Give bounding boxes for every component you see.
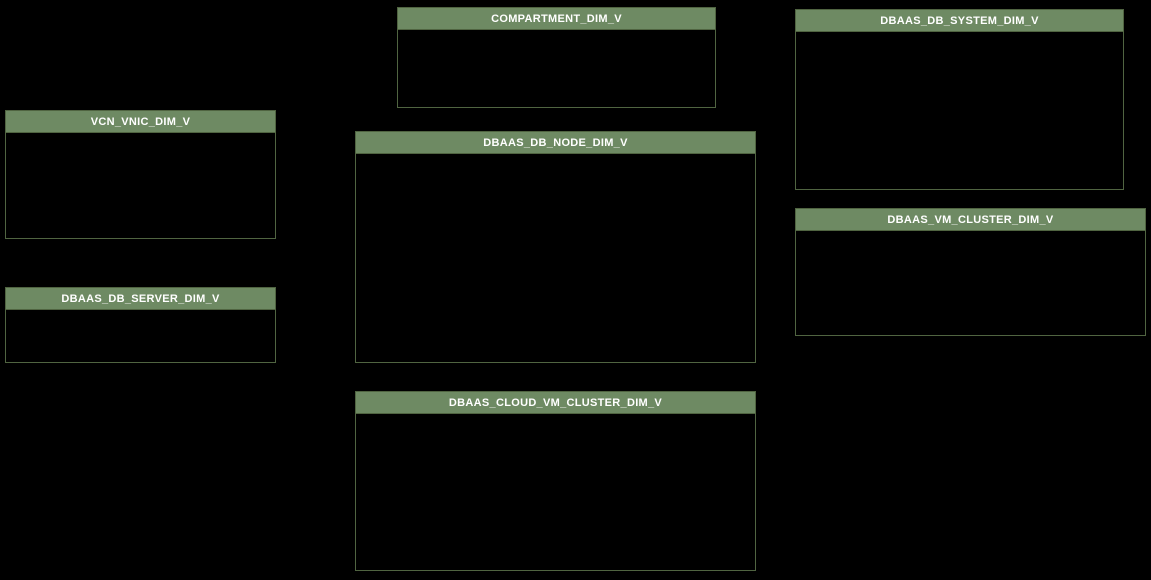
table-header[interactable]: DBAAS_DB_SERVER_DIM_V xyxy=(6,288,275,310)
table-vcn-vnic-dim-v[interactable]: VCN_VNIC_DIM_V xyxy=(5,110,276,239)
table-dbaas-db-node-dim-v[interactable]: DBAAS_DB_NODE_DIM_V xyxy=(355,131,756,363)
table-title: COMPARTMENT_DIM_V xyxy=(491,12,622,25)
table-dbaas-vm-cluster-dim-v[interactable]: DBAAS_VM_CLUSTER_DIM_V xyxy=(795,208,1146,336)
table-header[interactable]: DBAAS_DB_SYSTEM_DIM_V xyxy=(796,10,1123,32)
table-header[interactable]: COMPARTMENT_DIM_V xyxy=(398,8,715,30)
table-body xyxy=(796,32,1123,189)
table-header[interactable]: DBAAS_CLOUD_VM_CLUSTER_DIM_V xyxy=(356,392,755,414)
table-dbaas-cloud-vm-cluster-dim-v[interactable]: DBAAS_CLOUD_VM_CLUSTER_DIM_V xyxy=(355,391,756,571)
table-body xyxy=(356,154,755,362)
table-compartment-dim-v[interactable]: COMPARTMENT_DIM_V xyxy=(397,7,716,108)
table-title: DBAAS_DB_SERVER_DIM_V xyxy=(61,292,220,305)
table-dbaas-db-server-dim-v[interactable]: DBAAS_DB_SERVER_DIM_V xyxy=(5,287,276,363)
table-title: DBAAS_VM_CLUSTER_DIM_V xyxy=(887,213,1054,226)
table-body xyxy=(398,30,715,107)
table-title: DBAAS_CLOUD_VM_CLUSTER_DIM_V xyxy=(448,396,663,409)
table-body xyxy=(796,231,1145,335)
table-body xyxy=(356,414,755,570)
table-title: VCN_VNIC_DIM_V xyxy=(90,115,191,128)
table-header[interactable]: DBAAS_VM_CLUSTER_DIM_V xyxy=(796,209,1145,231)
table-header[interactable]: DBAAS_DB_NODE_DIM_V xyxy=(356,132,755,154)
table-header[interactable]: VCN_VNIC_DIM_V xyxy=(6,111,275,133)
table-title: DBAAS_DB_NODE_DIM_V xyxy=(483,136,628,149)
table-body xyxy=(6,310,275,362)
table-title: DBAAS_DB_SYSTEM_DIM_V xyxy=(880,14,1039,27)
table-body xyxy=(6,133,275,238)
table-dbaas-db-system-dim-v[interactable]: DBAAS_DB_SYSTEM_DIM_V xyxy=(795,9,1124,190)
